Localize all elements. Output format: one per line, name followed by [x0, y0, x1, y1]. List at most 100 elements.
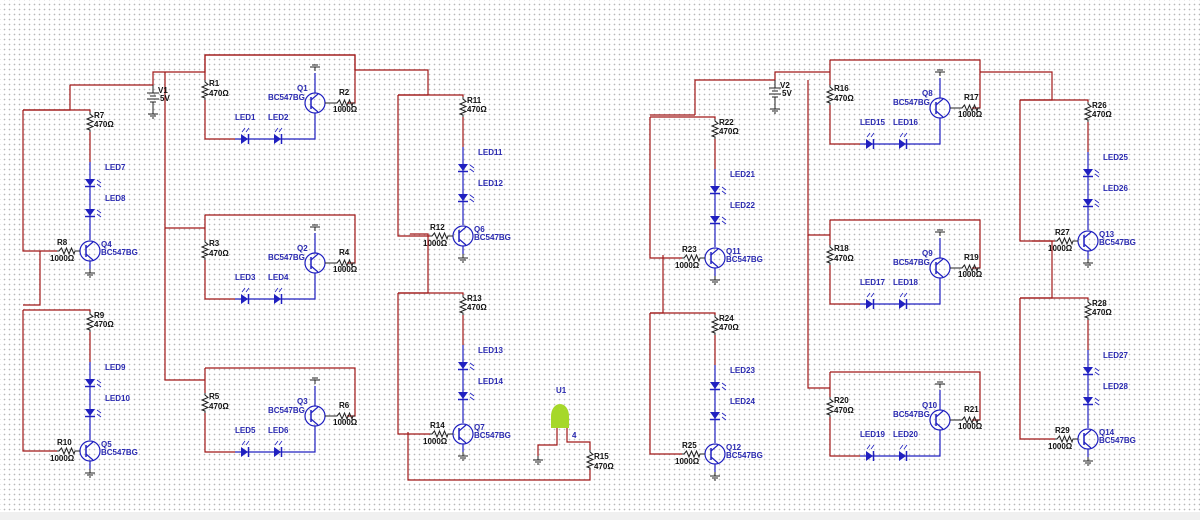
led-led13[interactable] — [458, 362, 475, 371]
resistor-r26[interactable] — [1083, 102, 1093, 122]
transistor-q13[interactable] — [1077, 230, 1099, 252]
resistor-r22[interactable] — [710, 119, 720, 139]
led-led21[interactable] — [710, 186, 727, 195]
resistor-r21[interactable] — [960, 415, 980, 425]
resistor-ref: R17 — [964, 93, 979, 102]
led-led15[interactable] — [866, 132, 875, 149]
resistor-value: 1000Ω — [423, 437, 448, 446]
resistor-r7[interactable] — [85, 112, 95, 132]
resistor-r3[interactable] — [200, 240, 210, 260]
transistor-ref: Q9 — [922, 249, 933, 258]
resistor-r25[interactable] — [682, 449, 702, 459]
led-led6[interactable] — [274, 440, 283, 457]
led-rays — [96, 379, 102, 388]
transistor-q3[interactable] — [304, 405, 326, 427]
led-led3[interactable] — [241, 287, 250, 304]
led-triangle — [710, 382, 720, 389]
transistor-q14[interactable] — [1077, 428, 1099, 450]
transistor-q9[interactable] — [929, 257, 951, 279]
resistor-r12[interactable] — [430, 231, 450, 241]
transistor-q10[interactable] — [929, 409, 951, 431]
battery-v1[interactable] — [147, 85, 159, 110]
resistor-r2[interactable] — [335, 98, 355, 108]
wire — [649, 117, 682, 259]
led-led4[interactable] — [274, 287, 283, 304]
led-led5[interactable] — [241, 440, 250, 457]
horizontal-scrollbar[interactable] — [0, 512, 1200, 520]
led-led1[interactable] — [241, 127, 250, 144]
resistor-r18[interactable] — [825, 245, 835, 265]
transistor-model: BC547BG — [1099, 238, 1136, 247]
led-led9[interactable] — [85, 379, 102, 388]
ground-icon — [310, 64, 320, 71]
led-led12[interactable] — [458, 194, 475, 203]
transistor-q12[interactable] — [704, 443, 726, 465]
battery-v2[interactable] — [769, 80, 781, 105]
resistor-r27[interactable] — [1055, 236, 1075, 246]
led-led18[interactable] — [899, 292, 908, 309]
transistor-q2[interactable] — [304, 252, 326, 274]
led-triangle — [85, 209, 95, 216]
resistor-r19[interactable] — [960, 263, 980, 273]
resistor-r8[interactable] — [57, 246, 77, 256]
transistor-q1[interactable] — [304, 92, 326, 114]
wire — [650, 116, 716, 119]
source-ref: V1 — [158, 86, 168, 95]
resistor-r29[interactable] — [1055, 434, 1075, 444]
led-led22[interactable] — [710, 216, 727, 225]
led-led10[interactable] — [85, 409, 102, 418]
led-led19[interactable] — [866, 444, 875, 461]
led-led28[interactable] — [1083, 397, 1100, 406]
resistor-value: 470Ω — [94, 320, 114, 329]
led-led24[interactable] — [710, 412, 727, 421]
resistor-ref: R23 — [682, 245, 697, 254]
resistor-r20[interactable] — [825, 397, 835, 417]
led-led7[interactable] — [85, 179, 102, 188]
led-led23[interactable] — [710, 382, 727, 391]
transistor-q8[interactable] — [929, 97, 951, 119]
led-rays — [866, 132, 875, 138]
resistor-r5[interactable] — [200, 393, 210, 413]
led-led11[interactable] — [458, 164, 475, 173]
resistor-r14[interactable] — [430, 429, 450, 439]
transistor-q4[interactable] — [79, 240, 101, 262]
led-led8[interactable] — [85, 209, 102, 218]
resistor-value: 470Ω — [209, 89, 229, 98]
transistor-ref: Q2 — [297, 244, 308, 253]
led-led16[interactable] — [899, 132, 908, 149]
wire — [204, 260, 235, 300]
transistor-q7[interactable] — [452, 423, 474, 445]
resistor-r24[interactable] — [710, 315, 720, 335]
resistor-r1[interactable] — [200, 80, 210, 100]
transistor-q5[interactable] — [79, 440, 101, 462]
resistor-r28[interactable] — [1083, 300, 1093, 320]
indicator-u1[interactable] — [551, 404, 569, 428]
resistor-r4[interactable] — [335, 258, 355, 268]
led-led26[interactable] — [1083, 199, 1100, 208]
led-ref: LED23 — [730, 366, 755, 375]
resistor-ref: R14 — [430, 421, 445, 430]
transistor-q11[interactable] — [704, 247, 726, 269]
resistor-r13[interactable] — [458, 295, 468, 315]
resistor-ref: R9 — [94, 311, 105, 320]
transistor-q6[interactable] — [452, 225, 474, 247]
resistor-r16[interactable] — [825, 85, 835, 105]
ground-icon — [85, 269, 95, 278]
led-led25[interactable] — [1083, 169, 1100, 178]
resistor-r6[interactable] — [335, 411, 355, 421]
resistor-r15[interactable] — [585, 450, 595, 470]
led-string-wire — [235, 113, 316, 140]
transistor-legs — [458, 226, 467, 246]
led-led14[interactable] — [458, 392, 475, 401]
resistor-r11[interactable] — [458, 97, 468, 117]
resistor-r17[interactable] — [960, 103, 980, 113]
led-led2[interactable] — [274, 127, 283, 144]
led-led17[interactable] — [866, 292, 875, 309]
transistor-legs — [935, 258, 944, 278]
ground-lines — [935, 69, 945, 76]
resistor-r23[interactable] — [682, 253, 702, 263]
led-led27[interactable] — [1083, 367, 1100, 376]
resistor-r9[interactable] — [85, 312, 95, 332]
resistor-r10[interactable] — [57, 446, 77, 456]
led-led20[interactable] — [899, 444, 908, 461]
